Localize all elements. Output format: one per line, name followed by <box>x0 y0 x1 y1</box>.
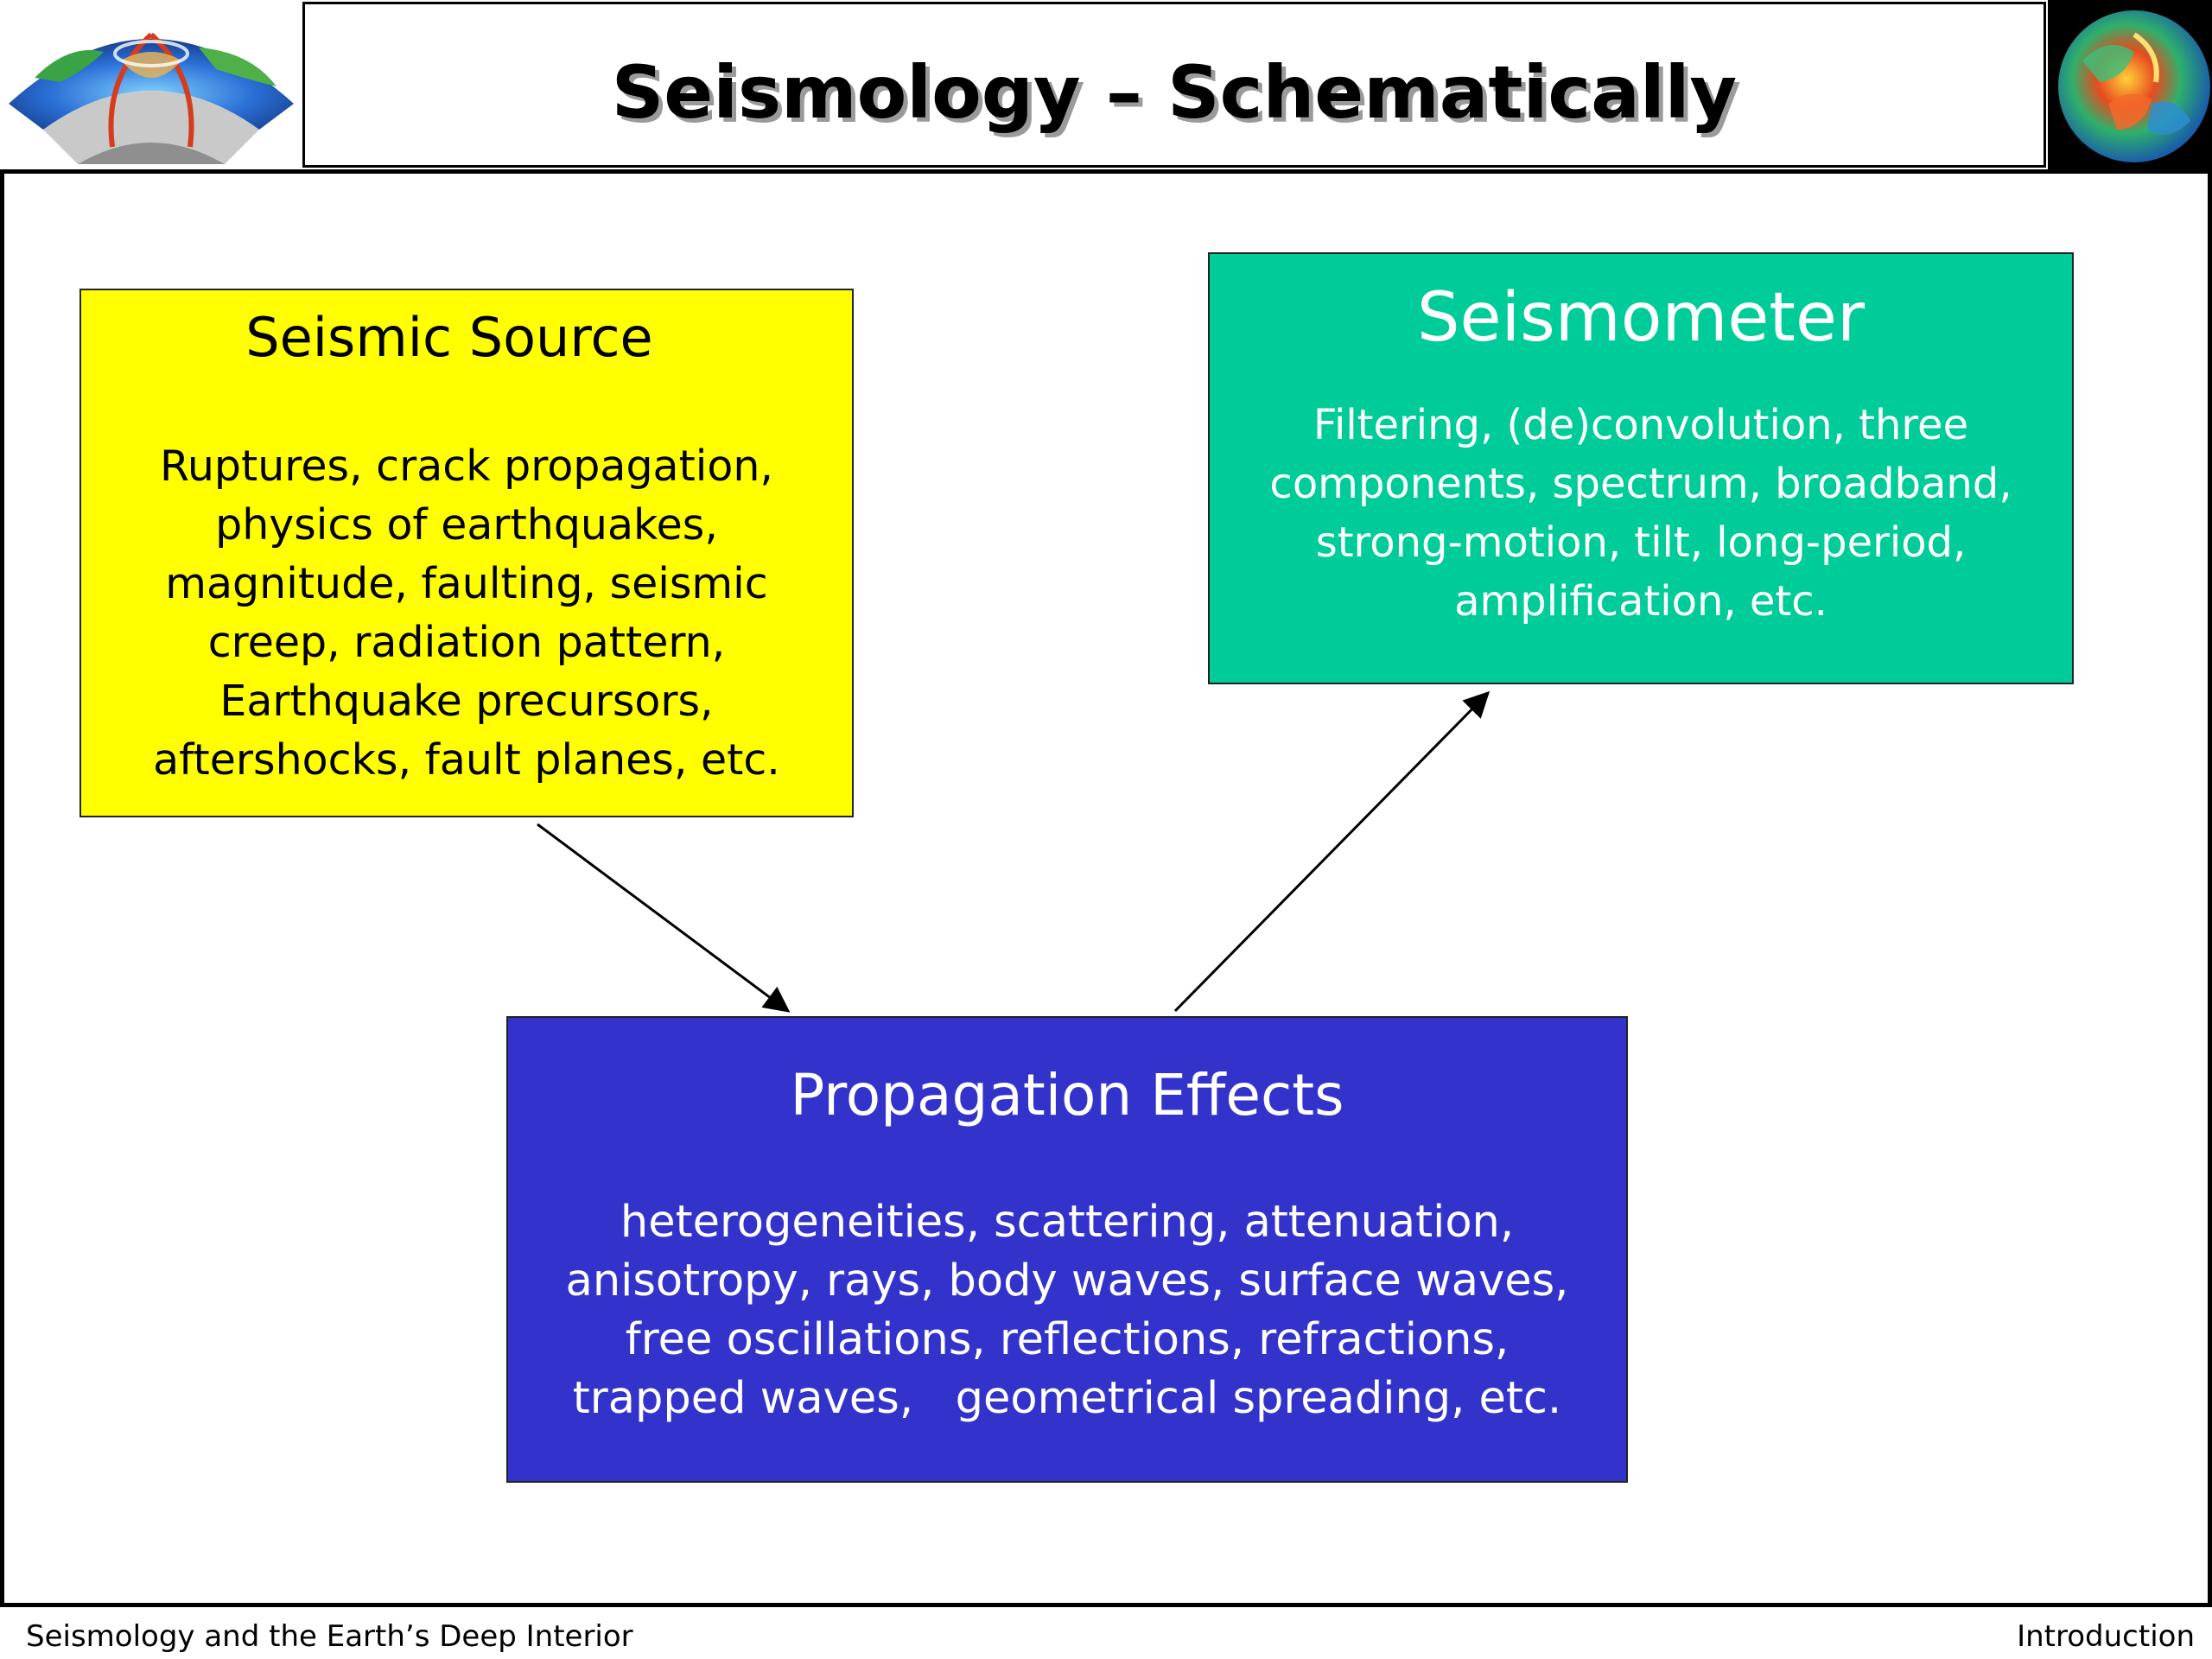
propagation-effects-line: anisotropy, rays, body waves, surface wa… <box>565 1255 1569 1307</box>
seismic-source-line: Ruptures, crack propagation, <box>159 442 774 492</box>
seismic-source-box: Seismic Source Ruptures, crack propagati… <box>79 289 854 817</box>
seismic-source-line: aftershocks, fault planes, etc. <box>153 735 780 785</box>
propagation-effects-title: Propagation Effects <box>790 1062 1344 1128</box>
title-bar: Seismology – Schematically <box>302 2 2046 168</box>
seismic-source-description: Ruptures, crack propagation, physics of … <box>81 437 852 790</box>
propagation-effects-line: free oscillations, reflections, refracti… <box>625 1314 1510 1366</box>
footer-section-name: Introduction <box>2017 1619 2195 1654</box>
seismic-source-line: creep, radiation pattern, <box>207 618 726 668</box>
earth-cross-section-icon <box>0 0 302 169</box>
propagation-effects-box: Propagation Effects heterogeneities, sca… <box>506 1016 1628 1483</box>
seismometer-line: strong-motion, tilt, long-period, <box>1315 518 1967 567</box>
seismometer-line: components, spectrum, broadband, <box>1269 459 2012 508</box>
seismic-source-line: magnitude, faulting, seismic <box>165 559 768 609</box>
seismic-source-title: Seismic Source <box>245 306 653 369</box>
propagation-effects-line: heterogeneities, scattering, attenuation… <box>620 1197 1515 1249</box>
seismometer-title: Seismometer <box>1416 279 1866 357</box>
seismic-source-line: physics of earthquakes, <box>215 500 718 550</box>
propagation-effects-description: heterogeneities, scattering, attenuation… <box>508 1193 1626 1428</box>
seismometer-box: Seismometer Filtering, (de)convolution, … <box>1208 252 2074 684</box>
globe-tomography-icon <box>2048 0 2212 169</box>
seismometer-line: Filtering, (de)convolution, three <box>1313 400 1969 449</box>
propagation-effects-line: trapped waves, geometrical spreading, et… <box>572 1373 1562 1425</box>
slide-title: Seismology – Schematically <box>611 50 1738 135</box>
footer-course-title: Seismology and the Earth’s Deep Interior <box>26 1619 633 1654</box>
seismic-source-line: Earthquake precursors, <box>219 677 714 727</box>
seismometer-description: Filtering, (de)convolution, three compon… <box>1210 396 2072 631</box>
seismometer-line: amplification, etc. <box>1454 576 1827 626</box>
